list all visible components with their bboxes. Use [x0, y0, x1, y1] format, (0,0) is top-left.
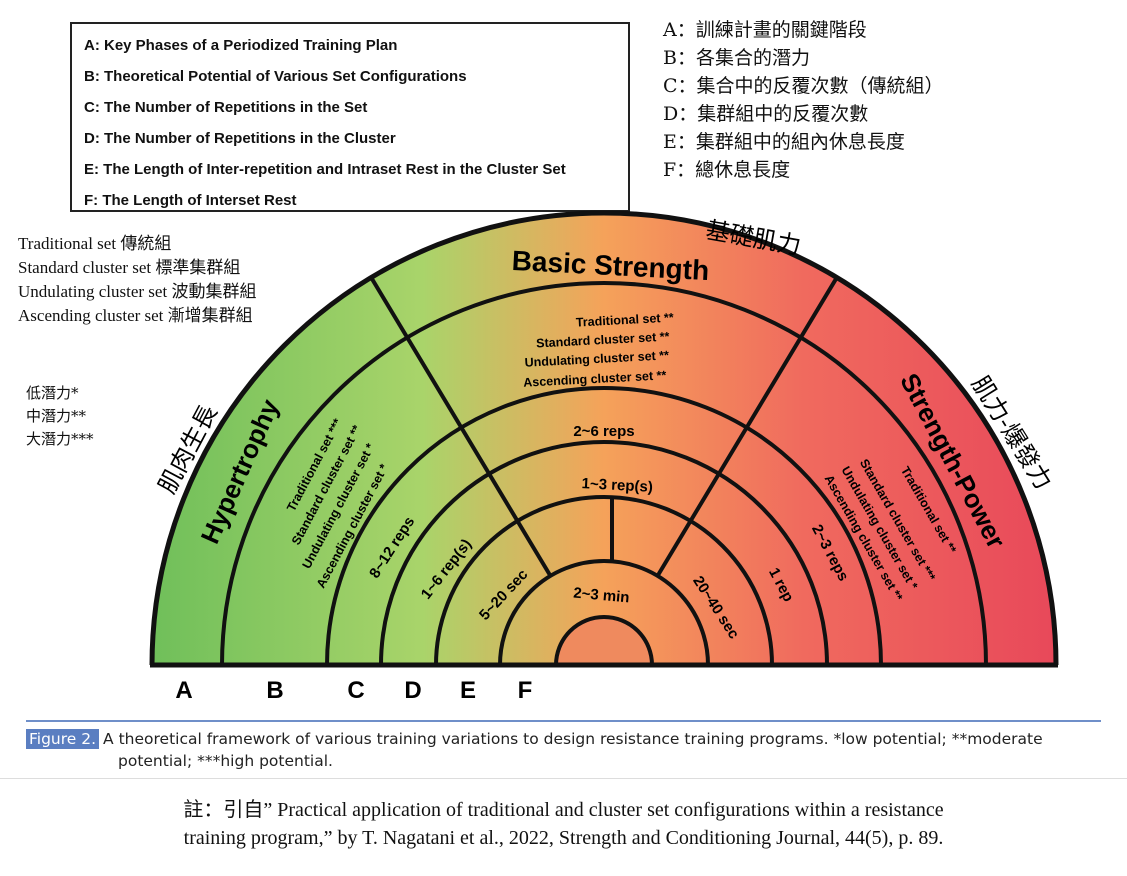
- letter-c: C: [347, 677, 364, 704]
- ring-line: [554, 615, 654, 666]
- separator: [0, 778, 1127, 779]
- legend-zh-item-d: D：集群組中的反覆次數: [663, 103, 869, 125]
- letter-e: E: [460, 677, 476, 704]
- legend-item-b: B: Theoretical Potential of Various Set …: [84, 68, 467, 85]
- letter-a: A: [175, 677, 192, 704]
- citation-line-2: training program,” by T. Nagatani et al.…: [183, 827, 944, 849]
- potential-high: 大潛力***: [26, 430, 94, 448]
- potential-moderate: 中潛力**: [26, 407, 87, 425]
- citation-note: 註：引自” Practical application of tradition…: [0, 796, 1127, 852]
- ring-line: [498, 559, 710, 666]
- ring-lines: [149, 210, 1059, 666]
- set-type-undulating: Undulating cluster set 波動集群組: [18, 282, 257, 301]
- legend-zh-item-b: B：各集合的潛力: [663, 47, 810, 69]
- phase-dividers: [369, 276, 839, 577]
- set-type-ascending: Ascending cluster set 漸增集群組: [18, 306, 253, 325]
- legend-item-f: F: The Length of Interset Rest: [84, 192, 297, 209]
- ring-line: [149, 210, 1059, 666]
- figure-label: Figure 2.: [26, 729, 100, 749]
- ring-line: [325, 386, 883, 666]
- caption-line-2: potential; ***high potential.: [118, 752, 333, 770]
- legend-item-a: A: Key Phases of a Periodized Training P…: [84, 37, 398, 54]
- legend-zh-item-f: F：總休息長度: [663, 159, 791, 181]
- legend-box-english: A: Key Phases of a Periodized Training P…: [70, 22, 630, 212]
- legend-item-e: E: The Length of Inter-repetition and In…: [84, 161, 566, 178]
- divider-line: [369, 276, 553, 577]
- set-type-list: Traditional set 傳統組 Standard cluster set…: [18, 232, 256, 328]
- legend-item-d: D: The Number of Repetitions in the Clus…: [84, 130, 396, 147]
- interset-rest: 2~3 min: [573, 585, 631, 607]
- legend-zh-item-e: E：集群組中的組內休息長度: [663, 131, 905, 153]
- figure-caption: Figure 2.A theoretical framework of vari…: [26, 720, 1101, 772]
- legend-chinese: A：訓練計畫的關鍵階段 B：各集合的潛力 C：集合中的反覆次數（傳統組） D：集…: [663, 16, 944, 184]
- potential-low: 低潛力*: [26, 384, 79, 402]
- caption-text-1: A theoretical framework of various train…: [103, 730, 1043, 748]
- letter-b: B: [266, 677, 283, 704]
- set-rating: Standard cluster set **: [536, 330, 670, 351]
- arc-background: [152, 213, 1056, 665]
- legend-zh-item-a: A：訓練計畫的關鍵階段: [663, 19, 867, 41]
- ring-line: [379, 440, 829, 666]
- ring-line: [220, 281, 988, 666]
- legend-zh-item-c: C：集合中的反覆次數（傳統組）: [663, 75, 944, 97]
- caption-line-1: Figure 2.A theoretical framework of vari…: [26, 728, 1101, 750]
- letter-d: D: [404, 677, 421, 704]
- reps-set-basic-strength: 2~6 reps: [573, 423, 634, 440]
- ring-letters: A B C D E F: [175, 677, 532, 704]
- periodization-diagram: Basic Strength Hypertrophy Strength-Powe…: [149, 210, 1059, 704]
- set-type-traditional: Traditional set 傳統組: [18, 234, 172, 253]
- ring-line: [434, 495, 774, 666]
- letter-f: F: [518, 677, 533, 704]
- potential-legend: 低潛力* 中潛力** 大潛力***: [26, 382, 94, 451]
- set-rating: Traditional set **: [576, 310, 675, 329]
- citation-line-1: 註：引自” Practical application of tradition…: [183, 799, 944, 821]
- divider-line: [655, 276, 839, 577]
- reps-cluster-basic-strength: 1~3 rep(s): [581, 475, 653, 496]
- set-type-standard: Standard cluster set 標準集群組: [18, 258, 241, 277]
- legend-item-c: C: The Number of Repetitions in the Set: [84, 99, 368, 116]
